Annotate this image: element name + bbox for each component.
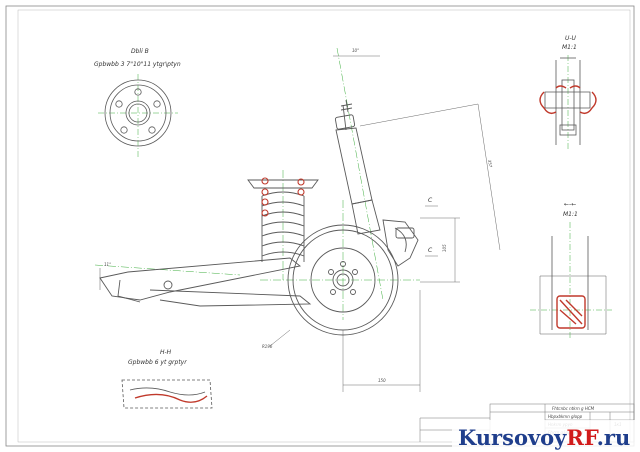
section-hh-subtitle: Gpbwbb 6 yt grptyr — [128, 359, 187, 366]
wheel-hub — [287, 219, 419, 336]
view-b-title: Dbli B — [131, 48, 149, 55]
dim-angle-top: 10° — [352, 48, 359, 53]
section-uu-title: U-U — [565, 35, 577, 42]
shock-absorber — [334, 99, 381, 235]
view-b-subtitle: Gpbwbb 3 7"10"11 ytgr\ptyn — [94, 61, 181, 68]
control-arm — [99, 257, 312, 307]
sheet-inner-frame — [17, 9, 631, 443]
watermark-bg — [452, 420, 640, 452]
section-hh-bracket — [134, 393, 208, 403]
title-block-row-1: Hbpxbkmn glopp — [548, 414, 583, 419]
dimension-lines — [269, 55, 501, 392]
section-44-drawing — [530, 222, 612, 340]
spring-coil-sections — [261, 177, 305, 217]
dim-hub-offset: 150 — [378, 378, 386, 383]
section-44-bushing — [556, 295, 586, 329]
marker-c-top: C — [428, 197, 433, 204]
section-uu-drawing — [544, 55, 591, 150]
dim-strut-length: 357 — [487, 159, 493, 168]
view-b-flange — [98, 74, 178, 158]
sheet-frame — [5, 5, 635, 447]
center-lines — [94, 47, 420, 320]
marker-c-bottom: C — [428, 247, 433, 254]
section-hh-title: H-H — [160, 349, 172, 356]
section-44-scale: M1:1 — [563, 211, 578, 218]
section-hh-drawing — [121, 379, 213, 409]
section-uu-rubber — [539, 85, 597, 115]
section-44-title: ←-← — [564, 201, 576, 208]
dim-height: 105 — [442, 244, 447, 252]
watermark: KursovoyRF.ru — [458, 425, 630, 450]
title-block-name: Fhtcnbc ntkrn g HCM — [552, 406, 595, 411]
dim-lever-angle: 11° — [104, 262, 111, 267]
section-uu-scale: M1:1 — [562, 44, 577, 51]
dim-wheel-diameter: R196 — [262, 344, 273, 349]
